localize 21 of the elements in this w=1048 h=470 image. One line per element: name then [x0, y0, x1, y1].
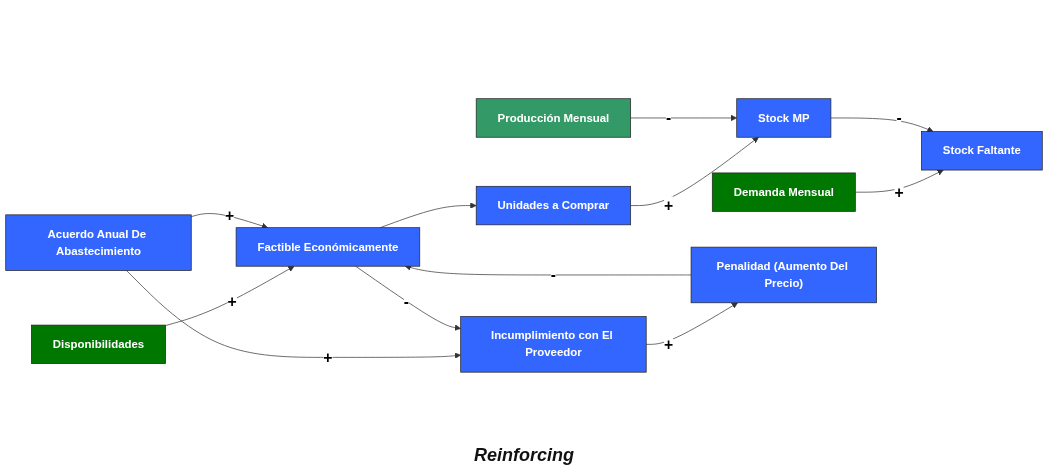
edge-label: +	[664, 334, 674, 353]
node-box: Stock MP	[736, 97, 832, 138]
edge-label: +	[894, 182, 904, 201]
edge-label: +	[227, 292, 237, 310]
edge-label: -	[666, 108, 672, 127]
node-box: Penalidad (Aumento Del Precio)	[690, 246, 877, 303]
edge-label: +	[664, 196, 674, 215]
loop-label: Reinforcing	[474, 445, 574, 465]
node-box: Stock Faltante	[921, 130, 1043, 170]
edge-label: +	[225, 206, 235, 224]
edge-label: -	[550, 265, 557, 284]
node-box: Factible Económicamente	[235, 226, 421, 267]
node-box: Disponibilidades	[31, 324, 166, 364]
edge-label: -	[896, 108, 902, 127]
node-box: Demanda Mensual	[711, 172, 856, 212]
node-box: Unidades a Comprar	[475, 185, 632, 225]
edge-label: +	[323, 348, 333, 366]
node-box: Acuerdo Anual De Abastecimiento	[5, 214, 192, 271]
edge-label: -	[403, 292, 410, 311]
node-box: Producción Mensual	[475, 97, 632, 138]
node-box: Incumplimiento con El Proveedor	[460, 315, 647, 373]
